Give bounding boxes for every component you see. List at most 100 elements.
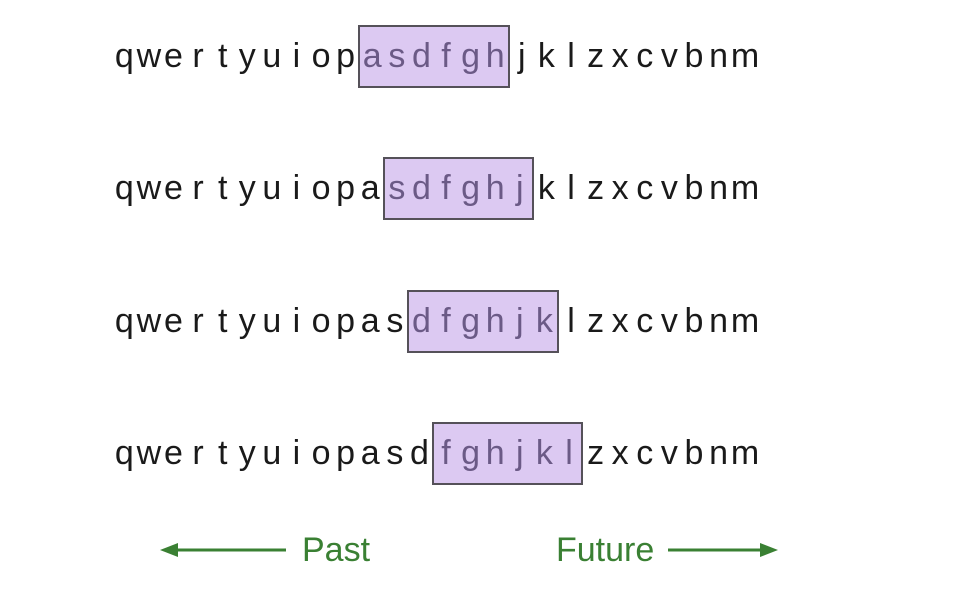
sequence-char: t <box>217 434 228 472</box>
sequence-char: d <box>411 37 431 75</box>
sequence-char: g <box>461 302 481 340</box>
sequence-char: b <box>684 37 704 75</box>
sequence-char: u <box>262 434 282 472</box>
sequence-char: x <box>611 37 629 75</box>
future-label: Future <box>556 531 655 569</box>
sequence-char: y <box>238 37 256 75</box>
sequence-char: u <box>262 302 282 340</box>
sequence-char: v <box>660 434 678 472</box>
right-arrow-icon <box>668 543 779 557</box>
sequence-char: h <box>485 434 505 472</box>
sequence-char: y <box>238 434 256 472</box>
sequence-char: x <box>611 434 629 472</box>
sequence-char: l <box>567 302 575 340</box>
sequence-char: j <box>516 302 524 340</box>
sequence-char: w <box>136 169 162 207</box>
sequence-char: a <box>362 37 382 75</box>
sequence-char: q <box>114 37 134 75</box>
sequence-char: q <box>114 302 134 340</box>
sequence-char: a <box>360 302 380 340</box>
sequence-char: b <box>684 169 704 207</box>
sequence-char: o <box>311 169 331 207</box>
sequence-char: a <box>360 434 380 472</box>
sequence-char: r <box>192 37 204 75</box>
sequence-char: g <box>461 37 481 75</box>
sequence-char: p <box>336 37 356 75</box>
sequence-char: m <box>730 37 760 75</box>
future-legend: Future <box>556 526 780 574</box>
sequence-char: v <box>660 37 678 75</box>
sequence-char: i <box>292 434 301 472</box>
sequence-char: f <box>441 434 451 472</box>
sequence-char: q <box>114 169 134 207</box>
sequence-char: o <box>311 37 331 75</box>
sequence-char: z <box>587 434 605 472</box>
sequence-char: a <box>360 169 380 207</box>
sequence-char: r <box>192 302 204 340</box>
sequence-char: j <box>516 169 524 207</box>
sequence-char: x <box>611 169 629 207</box>
sequence-char: p <box>336 169 356 207</box>
sequence-char: p <box>336 302 356 340</box>
sequence-char: t <box>217 169 228 207</box>
past-legend: Past <box>158 526 370 574</box>
past-label: Past <box>302 531 371 569</box>
sequence-char: n <box>709 169 728 207</box>
sequence-char: m <box>730 169 760 207</box>
sequence-char: k <box>535 302 553 340</box>
sequence-char: g <box>461 434 481 472</box>
sequence-char: n <box>709 302 728 340</box>
sequence-char: o <box>311 434 331 472</box>
sequence-char: z <box>587 37 605 75</box>
sequence-char: j <box>516 434 524 472</box>
sequence-char: r <box>192 169 204 207</box>
sequence-char: k <box>535 434 553 472</box>
sequence-char: c <box>636 37 654 75</box>
sequence-char: c <box>636 169 654 207</box>
sequence-char: s <box>386 302 404 340</box>
sequence-char: z <box>587 169 605 207</box>
sequence-char: x <box>611 302 629 340</box>
sequence-char: o <box>311 302 331 340</box>
sequence-char: e <box>164 169 183 207</box>
sequence-char: b <box>684 302 704 340</box>
sequence-char: v <box>660 302 678 340</box>
sequence-char: b <box>684 434 704 472</box>
sequence-char: k <box>537 169 555 207</box>
sequence-char: f <box>441 37 451 75</box>
sequence-char: p <box>336 434 356 472</box>
sequence-char: u <box>262 37 282 75</box>
sequence-char: m <box>730 302 760 340</box>
sequence-char: n <box>709 434 728 472</box>
sequence-char: g <box>461 169 481 207</box>
sequence-char: s <box>388 169 406 207</box>
sequence-char: d <box>409 434 429 472</box>
sequence-char: f <box>441 302 451 340</box>
sequence-char: m <box>730 434 760 472</box>
sequence-char: t <box>217 302 228 340</box>
sequence-char: e <box>164 434 183 472</box>
sequence-char: c <box>636 302 654 340</box>
sequence-char: l <box>565 434 573 472</box>
sequence-char: r <box>192 434 204 472</box>
sequence-char: h <box>485 302 505 340</box>
sequence-char: w <box>136 37 162 75</box>
sequence-char: i <box>292 37 301 75</box>
sequence-char: i <box>292 302 301 340</box>
sequence-char: n <box>709 37 728 75</box>
sequence-char: i <box>292 169 301 207</box>
sequence-char: e <box>164 302 183 340</box>
